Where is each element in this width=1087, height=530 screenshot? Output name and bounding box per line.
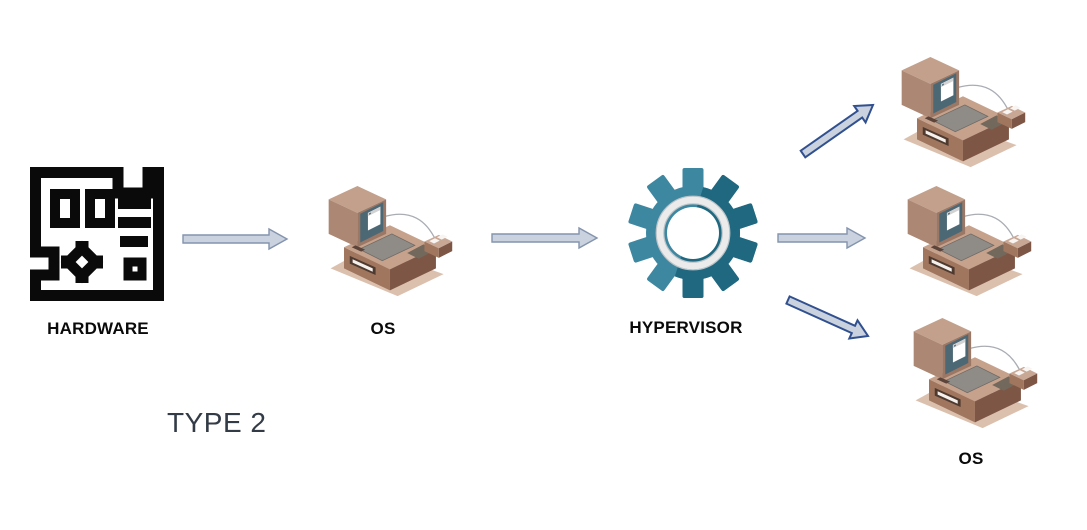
computer-icon-vm-middle — [896, 186, 1040, 299]
hypervisor-label: HYPERVISOR — [629, 318, 743, 337]
hardware-label: HARDWARE — [47, 319, 149, 338]
arrow-hypervisor-to-vm-bottom — [785, 295, 870, 340]
computer-icon-vm-top — [890, 57, 1034, 170]
arrow-hypervisor-to-vm-middle — [777, 226, 867, 250]
computer-icon-os — [317, 186, 461, 299]
computer-icon-vm-bottom — [902, 318, 1046, 431]
vm-os-label: OS — [958, 449, 984, 468]
arrow-hypervisor-to-vm-top — [799, 103, 875, 159]
arrow-hardware-to-os — [182, 227, 289, 251]
arrow-os-to-hypervisor — [491, 226, 599, 250]
gear-icon — [626, 166, 760, 300]
circuit-board-icon — [30, 166, 164, 302]
diagram-title: TYPE 2 — [167, 407, 267, 438]
os-label: OS — [370, 319, 396, 338]
